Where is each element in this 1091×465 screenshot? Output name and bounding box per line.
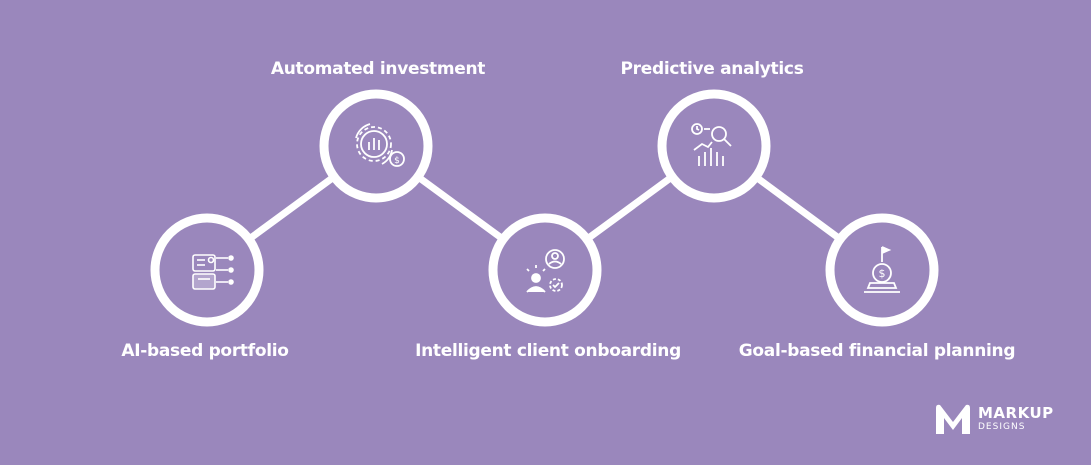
svg-text:$: $ xyxy=(879,267,886,280)
client-onboarding-icon xyxy=(526,249,565,293)
node-goal-based-financial-planning: $ xyxy=(825,213,939,327)
brand-name: MARKUP xyxy=(978,404,1054,422)
label-automated-investment: Automated investment xyxy=(270,59,486,79)
brand-sub: DESIGNS xyxy=(978,422,1026,432)
goal-flag-icon: $ xyxy=(864,246,900,293)
label-intelligent-client-onboarding: Intelligent client onboarding xyxy=(415,341,681,361)
markup-logo-icon xyxy=(936,404,970,434)
gear-investment-icon: $ xyxy=(355,123,405,167)
brand-logo: MARKUP DESIGNS xyxy=(934,402,1054,436)
label-ai-based-portfolio: AI-based portfolio xyxy=(121,341,289,361)
label-goal-based-financial-planning: Goal-based financial planning xyxy=(738,341,1016,361)
svg-text:$: $ xyxy=(394,156,400,166)
node-automated-investment: $ xyxy=(319,89,433,203)
label-predictive-analytics: Predictive analytics xyxy=(620,59,804,79)
portfolio-icon xyxy=(192,254,234,290)
node-ai-based-portfolio xyxy=(150,213,264,327)
analytics-chart-icon xyxy=(691,123,732,166)
node-intelligent-client-onboarding xyxy=(488,213,602,327)
brand-text: MARKUP DESIGNS xyxy=(978,406,1054,432)
node-predictive-analytics xyxy=(657,89,771,203)
